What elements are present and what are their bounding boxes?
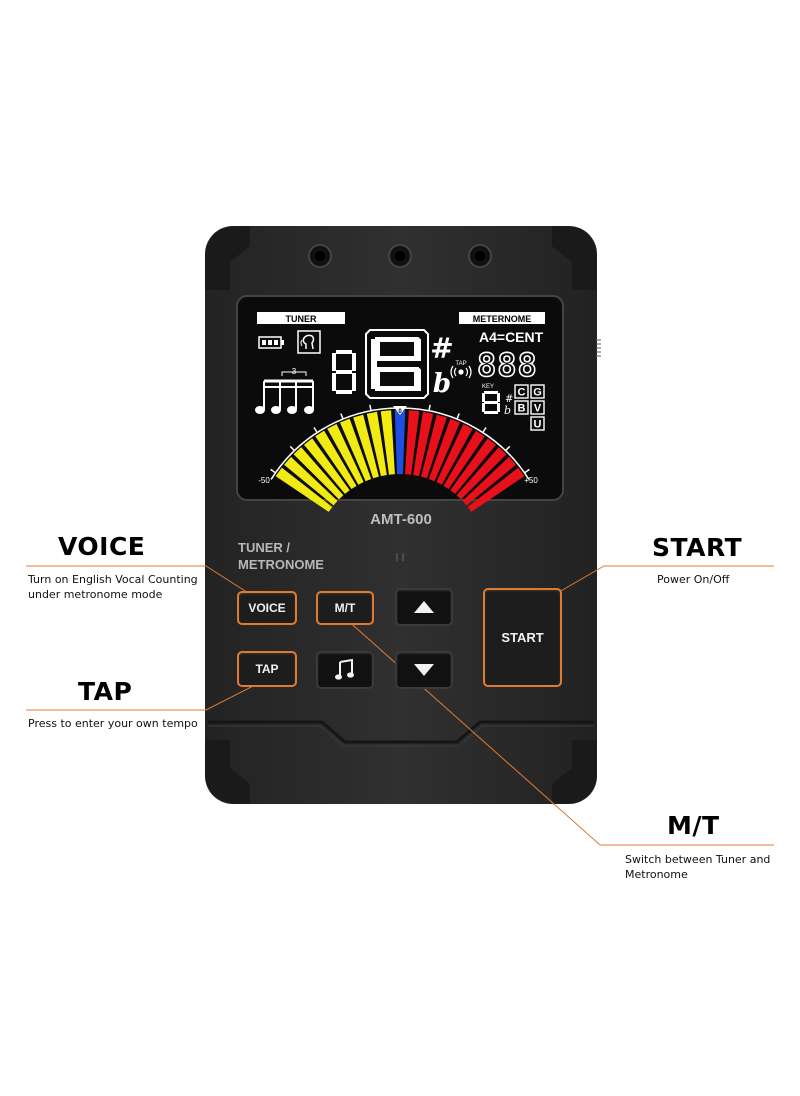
meter-bar-sharp [462, 456, 516, 506]
small-segment-digit [332, 350, 356, 394]
microphone-icon [396, 553, 404, 561]
mode-letter-g: G [533, 387, 542, 399]
mt-callout-desc: Switch between Tuner and Metronome [625, 852, 770, 882]
start-callout-title: START [652, 533, 743, 562]
meter-bar-flat [303, 438, 350, 494]
meter-bar-center [394, 410, 406, 475]
flat-symbol: b [433, 369, 451, 399]
key-digit [482, 391, 500, 414]
meter-tick [270, 468, 276, 474]
mt-callout-title: M/T [667, 811, 720, 840]
up-button[interactable] [395, 588, 453, 626]
bumper-bottom-left [205, 740, 250, 804]
meter-bar-flat [339, 418, 372, 482]
meter-bar-flat [315, 430, 357, 490]
scale-max-label: +50 [524, 476, 538, 485]
voice-callout-desc-line2: under metronome mode [28, 588, 163, 601]
meter-bar-flat [275, 467, 333, 512]
meter-bar-sharp [467, 467, 525, 512]
meter-bar-flat [327, 424, 364, 485]
mode-letter-b: B [518, 403, 526, 415]
mode-letter-v: V [534, 403, 542, 415]
mode-letter-c: C [518, 387, 526, 399]
meter-bar-sharp [443, 430, 485, 490]
tap-callout-title: TAP [78, 677, 133, 706]
beat-notes-icon [255, 371, 314, 414]
meter-bar-flat [366, 411, 387, 477]
tuner-label: TUNER [286, 314, 317, 324]
tap-wave-icon [450, 365, 472, 379]
start-callout-desc: Power On/Off [657, 573, 730, 586]
meter-bar-flat [353, 414, 379, 479]
side-grip [596, 339, 601, 357]
mode-letter-boxes [514, 384, 545, 431]
tap-button[interactable]: TAP [237, 651, 297, 687]
panel-label-line2: METRONOME [238, 557, 324, 572]
bumper-top-right [552, 226, 597, 290]
music-note-icon [335, 659, 354, 680]
key-label: KEY [482, 384, 494, 390]
tap-indicator-label: TAP [455, 361, 466, 367]
meter-bar-sharp [413, 411, 434, 477]
panel-label-line1: TUNER / [238, 540, 290, 555]
meter-bar-sharp [421, 414, 447, 479]
voice-callout-title: VOICE [58, 532, 146, 561]
bottom-seam [208, 720, 594, 744]
meter-bar-sharp [456, 447, 507, 500]
triplet-mark: 3 [292, 367, 297, 376]
meter-bar-sharp [405, 410, 420, 475]
battery-icon [258, 336, 284, 349]
cent-digits: 888 [477, 346, 538, 384]
key-flat-symbol: b [504, 404, 511, 417]
key-sharp-symbol: # [505, 394, 513, 405]
tap-callout-desc: Press to enter your own tempo [28, 717, 198, 730]
bumper-bottom-right [552, 740, 597, 804]
metronome-label-box [459, 312, 545, 324]
a4-cent-label: A4=CENT [479, 329, 544, 345]
meter-bar-flat [284, 456, 338, 506]
meter-tick [340, 413, 344, 420]
meter-bar-sharp [436, 424, 473, 485]
meter-bar-flat [380, 410, 395, 475]
meter-tick [505, 445, 511, 452]
meter-bar-sharp [428, 418, 461, 482]
metronome-label: METERNOME [473, 314, 532, 324]
meter-bar-sharp [450, 438, 497, 494]
metronome-sound-button[interactable] [316, 651, 374, 689]
center-pointer-icon [393, 406, 407, 415]
panel-mode-label: TUNER / METRONOME [238, 539, 324, 573]
scale-min-label: -50 [258, 476, 270, 485]
voice-button[interactable]: VOICE [237, 591, 297, 625]
meter-tick [482, 427, 487, 433]
bumper-top-left [205, 226, 250, 290]
meter-tick [289, 445, 295, 452]
triangle-down-icon [414, 664, 434, 676]
tuning-meter-bars [275, 410, 525, 512]
tuner-label-box [257, 312, 345, 324]
model-name: AMT-600 [370, 511, 432, 528]
down-button[interactable] [395, 651, 453, 689]
meter-bar-flat [293, 447, 344, 500]
jack-holes [308, 244, 492, 268]
meter-tick [428, 404, 431, 411]
voice-callout-desc: Turn on English Vocal Counting under met… [28, 572, 198, 602]
start-button[interactable]: START [483, 588, 562, 687]
sharp-symbol: # [430, 332, 453, 365]
meter-tick [456, 413, 460, 420]
voice-callout-desc-line1: Turn on English Vocal Counting [28, 573, 198, 586]
mt-callout-desc-line2: Metronome [625, 868, 688, 881]
triangle-up-icon [414, 601, 434, 613]
meter-tick [524, 468, 530, 474]
mt-callout-desc-line1: Switch between Tuner and [625, 853, 771, 866]
meter-tick [313, 427, 318, 433]
voice-head-icon [297, 330, 321, 354]
scale-center-label: 0 [398, 409, 402, 415]
mt-button[interactable]: M/T [316, 591, 374, 625]
meter-tick [369, 404, 372, 411]
large-note-digit [365, 329, 429, 399]
mode-letter-u: U [534, 419, 542, 431]
